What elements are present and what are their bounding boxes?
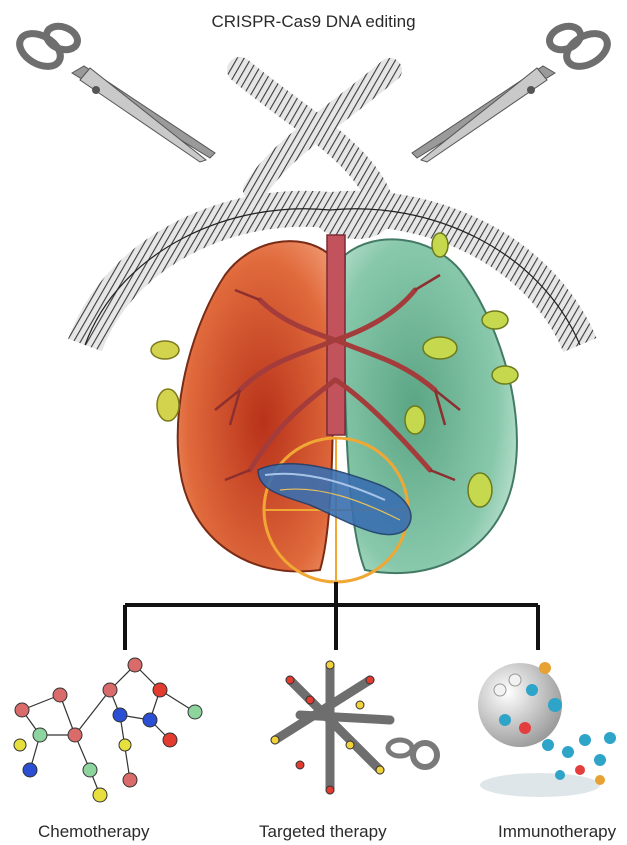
targeted-therapy-label: Targeted therapy: [259, 822, 387, 842]
trachea: [327, 235, 345, 435]
lungs-illustration: [151, 233, 518, 573]
branch-connector: [125, 582, 538, 650]
chemotherapy-label: Chemotherapy: [38, 822, 150, 842]
immunotherapy-label: Immunotherapy: [498, 822, 616, 842]
diagram-title: CRISPR-Cas9 DNA editing: [0, 12, 627, 32]
nanoparticle-icon: [478, 662, 616, 797]
scissors-icon: [14, 22, 215, 162]
molecule-icon: [14, 658, 202, 802]
scissors-icon: [412, 22, 613, 162]
chain-molecule-icon: [271, 661, 437, 794]
